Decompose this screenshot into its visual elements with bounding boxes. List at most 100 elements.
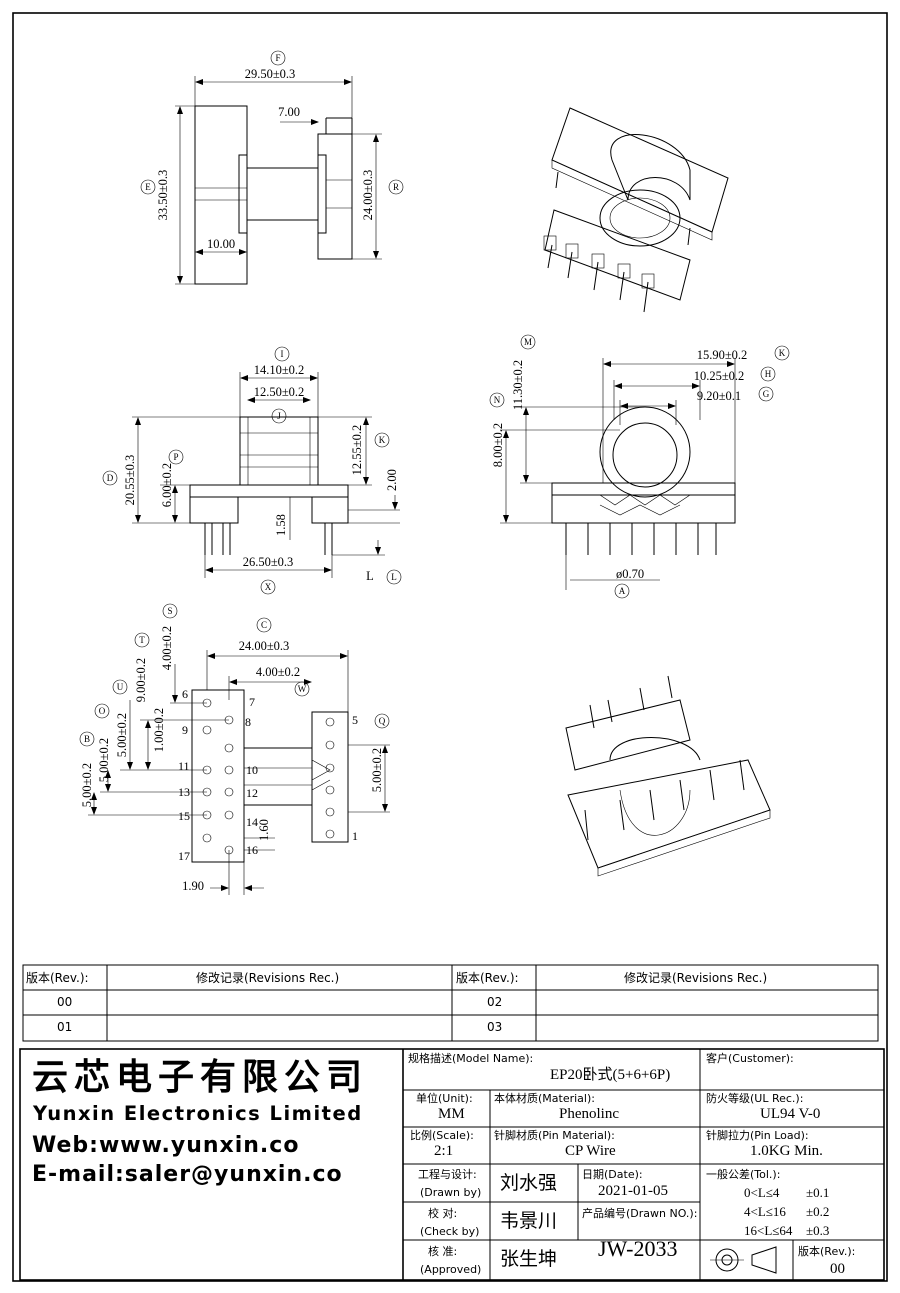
projection-symbol-icon: [710, 1246, 777, 1274]
pin-12: 12: [246, 786, 258, 800]
unit-label: 单位(Unit):: [416, 1092, 473, 1105]
iso-view-bottom: [565, 675, 771, 877]
dim-F-tag: F: [275, 53, 280, 63]
dim-A-tag: A: [619, 586, 626, 596]
dim-9-20: 9.20±0.1: [697, 389, 741, 403]
dim-K-tag: K: [379, 435, 386, 445]
date-value: 2021-01-05: [598, 1183, 668, 1199]
dim-11-30: 11.30±0.2: [511, 360, 525, 410]
dim-H-tag: H: [765, 369, 772, 379]
company-name-en: Yunxin Electronics Limited: [33, 1102, 363, 1125]
drawn-no-label: 产品编号(Drawn NO.):: [582, 1207, 698, 1220]
pin-material-value: CP Wire: [565, 1143, 616, 1159]
drawn-label-en: (Drawn by): [420, 1186, 482, 1199]
pin-11: 11: [178, 759, 190, 773]
tol-label: 一般公差(Tol.):: [706, 1168, 781, 1181]
dim-C-tag: C: [261, 620, 267, 630]
dim-1-90: 1.90: [182, 879, 204, 893]
view-bottom-pins: [88, 650, 390, 895]
company-name-cn: 云芯电子有限公司: [32, 1057, 369, 1098]
rev-header-2: 版本(Rev.):: [456, 971, 519, 985]
dim-T-tag: T: [139, 635, 145, 645]
dimension-labels: F 29.50±0.3 7.00 E 33.50±0.3 R 24.00±0.3…: [80, 53, 786, 893]
tol-value-3: ±0.3: [806, 1223, 830, 1238]
dim-Q-tag: Q: [379, 716, 386, 726]
reference-tag-circles: [79, 50, 790, 747]
rev-header-1: 版本(Rev.):: [26, 971, 89, 985]
dim-U-tag: U: [117, 682, 124, 692]
scale-label: 比例(Scale):: [410, 1129, 474, 1142]
dim-15-90: 15.90±0.2: [697, 348, 748, 362]
dim-I-tag: I: [281, 349, 284, 359]
rev-03: 03: [487, 1020, 503, 1034]
dim-B-tag: B: [84, 734, 90, 744]
pin-5: 5: [352, 713, 358, 727]
tol-range-2: 4<L≤16: [744, 1204, 786, 1219]
dim-5-00-q: 5.00±0.2: [370, 748, 384, 792]
dim-D-tag: D: [107, 473, 114, 483]
dim-12-50: 12.50±0.2: [254, 385, 305, 399]
view-side-top: [175, 76, 382, 285]
approved-by: 张生坤: [500, 1248, 558, 1270]
dim-26-50: 26.50±0.3: [243, 555, 294, 569]
check-label-cn: 校 对:: [428, 1207, 458, 1220]
dim-29-50: 29.50±0.3: [245, 67, 296, 81]
dim-L: L: [366, 569, 374, 583]
rec-header-1: 修改记录(Revisions Rec.): [196, 971, 340, 985]
sheet-border: [12, 12, 888, 1282]
dim-S-tag: S: [167, 606, 172, 616]
model-label: 规格描述(Model Name):: [408, 1052, 534, 1065]
tol-range-3: 16<L≤64: [744, 1223, 793, 1238]
pin-9: 9: [182, 723, 188, 737]
iso-view-top: [543, 107, 729, 313]
tol-value-1: ±0.1: [806, 1185, 830, 1200]
material-label: 本体材质(Material):: [494, 1092, 595, 1105]
dim-24-00-c: 24.00±0.3: [239, 639, 290, 653]
pin-1: 1: [352, 829, 358, 843]
approved-label-cn: 核 准:: [428, 1245, 458, 1258]
dim-10-25: 10.25±0.2: [694, 369, 745, 383]
title-block-grid: [19, 1048, 885, 1281]
dim-W-tag: W: [298, 684, 307, 694]
company-web: Web:www.yunxin.co: [32, 1133, 300, 1158]
tol-value-2: ±0.2: [806, 1204, 830, 1219]
pin-17: 17: [178, 849, 190, 863]
dim-2-00: 2.00: [385, 469, 399, 491]
pin-8: 8: [245, 715, 251, 729]
drawn-by: 刘水强: [500, 1172, 558, 1194]
dim-5-00-b: 5.00±0.2: [97, 738, 111, 782]
dim-1-00: 1.00±0.2: [152, 708, 166, 752]
pin-material-label: 针脚材质(Pin Material):: [494, 1129, 615, 1142]
dim-M-tag: M: [524, 337, 532, 347]
unit-value: MM: [438, 1106, 465, 1122]
dim-4-00-w: 4.00±0.2: [256, 665, 300, 679]
drawn-no-value: JW-2033: [598, 1236, 678, 1261]
pin-15: 15: [178, 809, 190, 823]
customer-label: 客户(Customer):: [706, 1052, 794, 1065]
pin-load-value: 1.0KG Min.: [750, 1143, 823, 1159]
view-front-right: [500, 358, 736, 590]
pin-10: 10: [246, 763, 258, 777]
revision-table: [22, 964, 879, 1042]
dim-14-10: 14.10±0.2: [254, 363, 305, 377]
pin-16: 16: [246, 843, 258, 857]
dim-R-tag: R: [393, 182, 399, 192]
dim-4-00-s: 4.00±0.2: [160, 626, 174, 670]
dim-X-tag: X: [265, 582, 272, 592]
scale-value: 2:1: [434, 1143, 454, 1159]
checked-by: 韦景川: [500, 1210, 558, 1232]
pin-6: 6: [182, 687, 188, 701]
rec-header-2: 修改记录(Revisions Rec.): [624, 971, 768, 985]
dim-33-50: 33.50±0.3: [156, 170, 170, 221]
drawn-label-cn: 工程与设计:: [418, 1168, 477, 1181]
dim-1-60: 1.60: [257, 819, 271, 841]
dim-J-tag: J: [277, 411, 281, 421]
rev-value: 00: [830, 1261, 845, 1277]
material-value: Phenolinc: [559, 1106, 619, 1122]
dim-L-tag: L: [391, 572, 397, 582]
dim-6-00: 6.00±0.2: [160, 463, 174, 507]
approved-label-en: (Approved): [420, 1263, 482, 1276]
view-front-left: [132, 372, 400, 578]
dim-12-55: 12.55±0.2: [350, 425, 364, 476]
